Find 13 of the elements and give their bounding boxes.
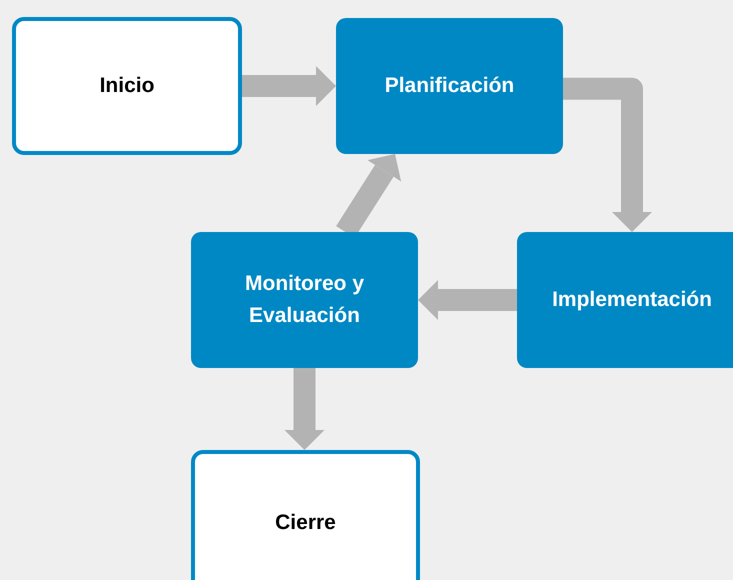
- box-label: Monitoreo y Evaluación: [244, 271, 365, 329]
- process-box: [191, 450, 420, 580]
- arrow: [242, 66, 336, 106]
- arrow: [284, 368, 324, 450]
- process-box: [12, 17, 242, 155]
- box-label: Implementación: [552, 287, 712, 313]
- process-box: [191, 232, 418, 368]
- process-box: [336, 18, 563, 154]
- arrow: [418, 280, 517, 320]
- process-box: [517, 232, 733, 368]
- box-label: Inicio: [100, 73, 154, 99]
- box-label: Cierre: [275, 510, 336, 536]
- box-label: Planificación: [384, 73, 514, 99]
